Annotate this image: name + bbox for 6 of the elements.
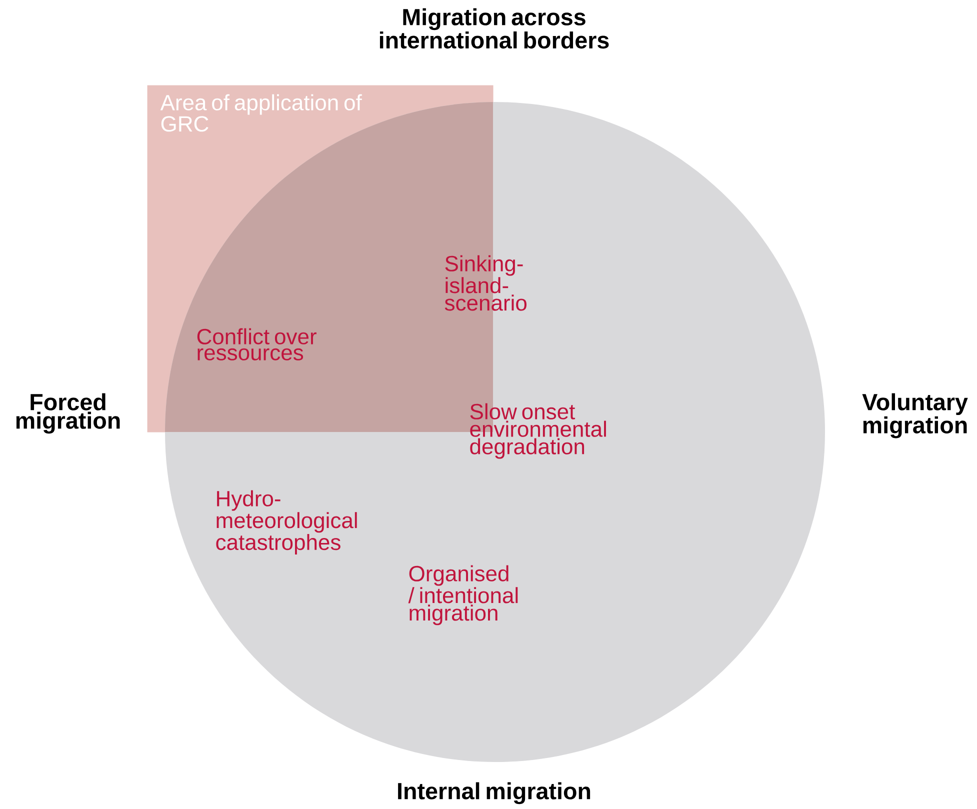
axis-label: Migration across international borders	[380, 8, 609, 49]
axis-label: Voluntary migration	[862, 393, 968, 438]
axis-label: Forced migration	[16, 393, 120, 434]
category-label: Organised / intentional migration	[408, 565, 518, 626]
category-label: Hydro-meteorological catastrophes	[216, 490, 357, 554]
category-label: Conflict over ressources	[197, 328, 316, 360]
